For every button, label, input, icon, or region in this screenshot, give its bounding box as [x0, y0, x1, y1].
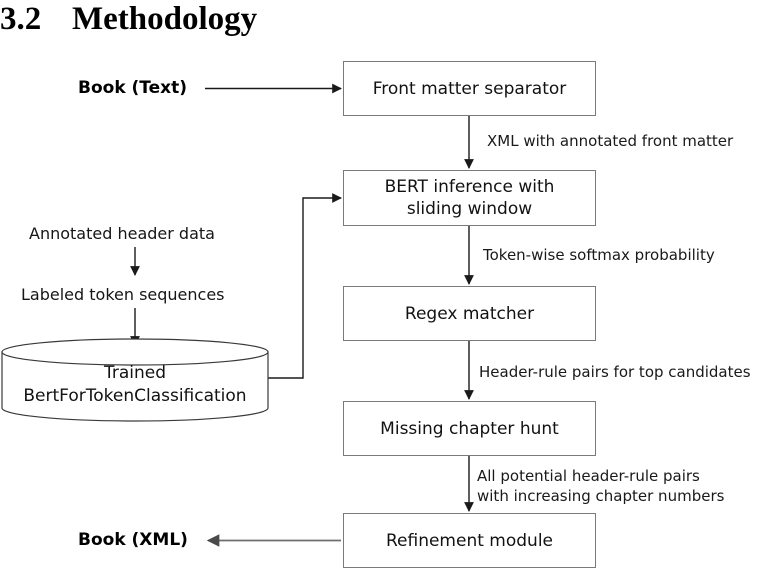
node-label: Missing chapter hunt [380, 418, 559, 439]
section-number: 3.2 [0, 1, 42, 37]
label-annotated-header-data: Annotated header data [29, 224, 215, 243]
edge-label-all-pairs-line2: with increasing chapter numbers [477, 487, 725, 505]
node-front-matter-separator[interactable]: Front matter separator [343, 61, 596, 116]
datastore-shape [1, 338, 269, 422]
datastore-label-line2: BertForTokenClassification [23, 386, 247, 406]
node-label-line2: sliding window [406, 199, 533, 219]
node-missing-chapter-hunt[interactable]: Missing chapter hunt [343, 401, 596, 456]
label-labeled-token-sequences: Labeled token sequences [21, 285, 225, 304]
node-label-line1: BERT inference with [384, 177, 555, 197]
datastore-label-line1: Trained [103, 363, 167, 383]
node-label: Front matter separator [372, 78, 567, 99]
edge-label-all-pairs-line1: All potential header-rule pairs [477, 467, 700, 485]
connector-datastore-to-bert [268, 193, 342, 379]
section-title-text: Methodology [72, 1, 258, 37]
edge-label-header-rule-pairs: Header-rule pairs for top candidates [479, 363, 751, 381]
page-title: 3.2 Methodology [0, 0, 600, 40]
label-book-text-input: Book (Text) [78, 78, 188, 98]
node-regex-matcher[interactable]: Regex matcher [343, 286, 596, 341]
edge-label-xml-front-matter: XML with annotated front matter [487, 132, 734, 150]
edge-label-token-softmax: Token-wise softmax probability [483, 246, 715, 264]
node-label: Regex matcher [404, 303, 535, 324]
node-label: Refinement module [385, 530, 554, 551]
node-refinement-module[interactable]: Refinement module [343, 513, 596, 568]
label-book-xml-output: Book (XML) [78, 530, 188, 550]
